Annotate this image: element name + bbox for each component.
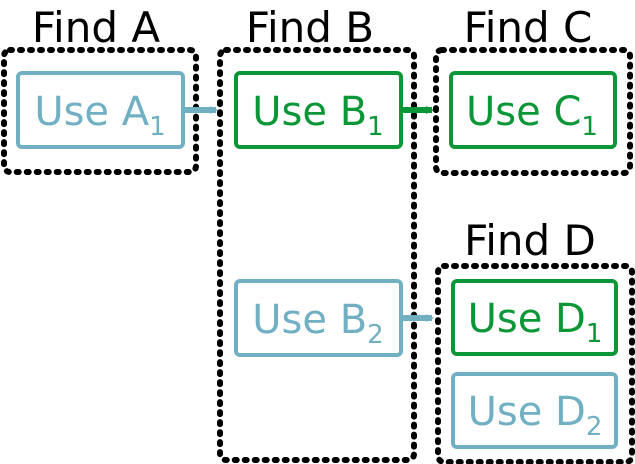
svg-text:Use A1: Use A1 <box>34 89 165 142</box>
node-use-d2-subscript: 2 <box>586 412 603 442</box>
node-use-a1[interactable]: Use A1 <box>16 71 185 149</box>
node-use-d1-label: Use D <box>468 296 586 342</box>
node-use-d1-subscript: 1 <box>586 319 603 349</box>
group-box-find-b <box>217 47 417 463</box>
svg-text:Use B2: Use B2 <box>252 297 383 350</box>
node-use-c1[interactable]: Use C1 <box>449 71 617 149</box>
node-use-b2-label: Use B <box>252 297 367 343</box>
group-title-find-c: Find C <box>464 3 593 52</box>
node-use-b2-subscript: 2 <box>367 320 384 350</box>
node-use-d2-label: Use D <box>468 389 586 435</box>
group-box-find-d <box>435 263 635 464</box>
svg-text:Use B1: Use B1 <box>252 89 383 142</box>
node-use-d1[interactable]: Use D1 <box>451 279 618 356</box>
svg-text:Use D2: Use D2 <box>468 389 603 442</box>
node-use-c1-subscript: 1 <box>581 112 598 142</box>
svg-text:Use C1: Use C1 <box>466 89 598 142</box>
node-use-b1-subscript: 1 <box>367 112 384 142</box>
group-box-find-c <box>433 47 633 176</box>
node-use-a1-label: Use A <box>34 89 149 135</box>
node-use-b1[interactable]: Use B1 <box>234 71 403 149</box>
node-use-a1-subscript: 1 <box>149 112 166 142</box>
group-title-find-d: Find D <box>464 216 596 265</box>
group-title-find-b: Find B <box>246 3 374 52</box>
node-use-c1-label: Use C <box>466 89 581 135</box>
node-use-b1-label: Use B <box>252 89 367 135</box>
node-use-b2[interactable]: Use B2 <box>234 279 403 357</box>
group-title-find-a: Find A <box>32 3 160 52</box>
svg-text:Use D1: Use D1 <box>468 296 603 349</box>
node-use-d2[interactable]: Use D2 <box>451 372 618 449</box>
